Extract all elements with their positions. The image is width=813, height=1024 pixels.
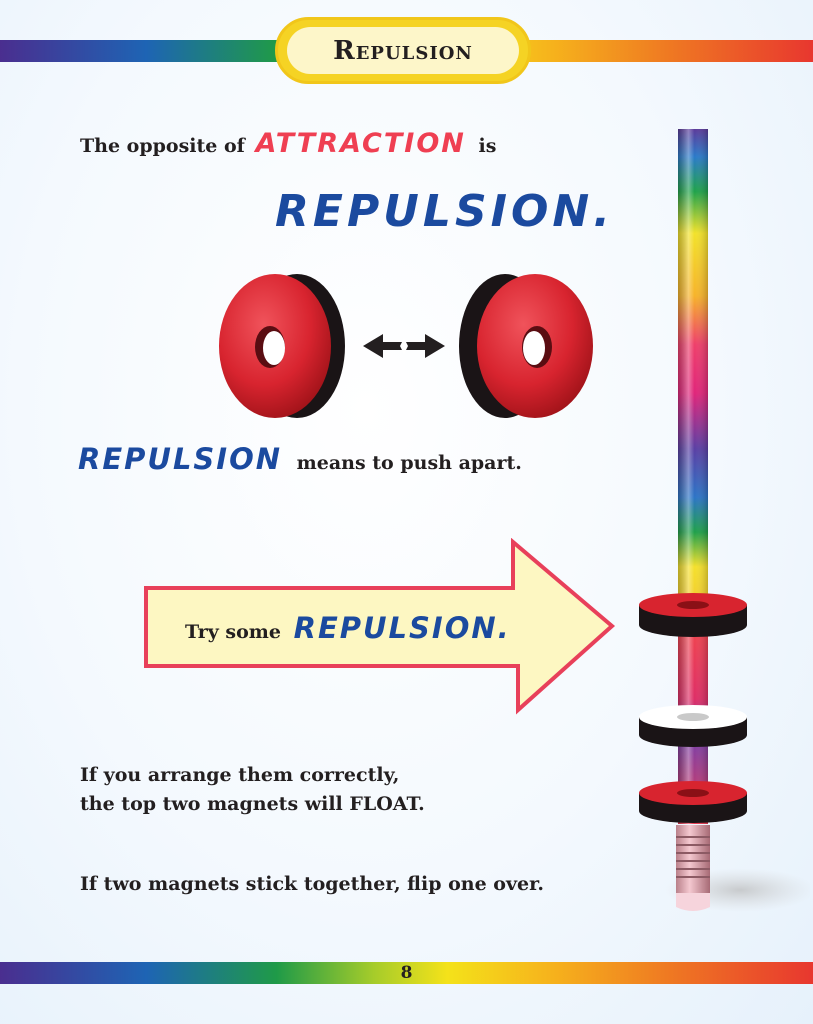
floating-magnet-top [639,593,747,637]
bottom-rainbow-bar [0,962,813,984]
pencil-with-floating-magnets-icon [639,129,810,912]
page-number: 8 [400,963,413,983]
callout-prefix: Try some [185,621,281,643]
ring-magnet-right-icon [459,274,593,418]
headline-repulsion: REPULSION. [275,186,614,237]
floating-magnet-middle [639,705,747,747]
attraction-word: ATTRACTION [255,128,466,159]
definition-text: means to push apart. [296,452,522,474]
callout-text: Try some REPULSION. [185,611,519,645]
tip-line: If two magnets stick together, flip one … [80,873,544,895]
ring-magnet-left-icon [219,274,345,418]
intro-line: The opposite of ATTRACTION is [80,128,496,159]
instruction-line-2: the top two magnets will FLOAT. [80,793,425,815]
page-title: Repulsion [287,27,519,74]
callout-arrow [144,538,616,715]
intro-suffix: is [478,135,497,157]
callout-word: REPULSION. [293,611,511,645]
definition-line: REPULSION means to push apart. [78,442,522,476]
repelling-magnets-illustration [219,274,593,418]
intro-prefix: The opposite of [80,135,245,157]
base-magnet [639,781,747,823]
instruction-line-1: If you arrange them correctly, [80,764,400,786]
definition-word: REPULSION [78,442,283,476]
title-badge: Repulsion [275,17,531,84]
double-arrow-icon [363,334,445,358]
